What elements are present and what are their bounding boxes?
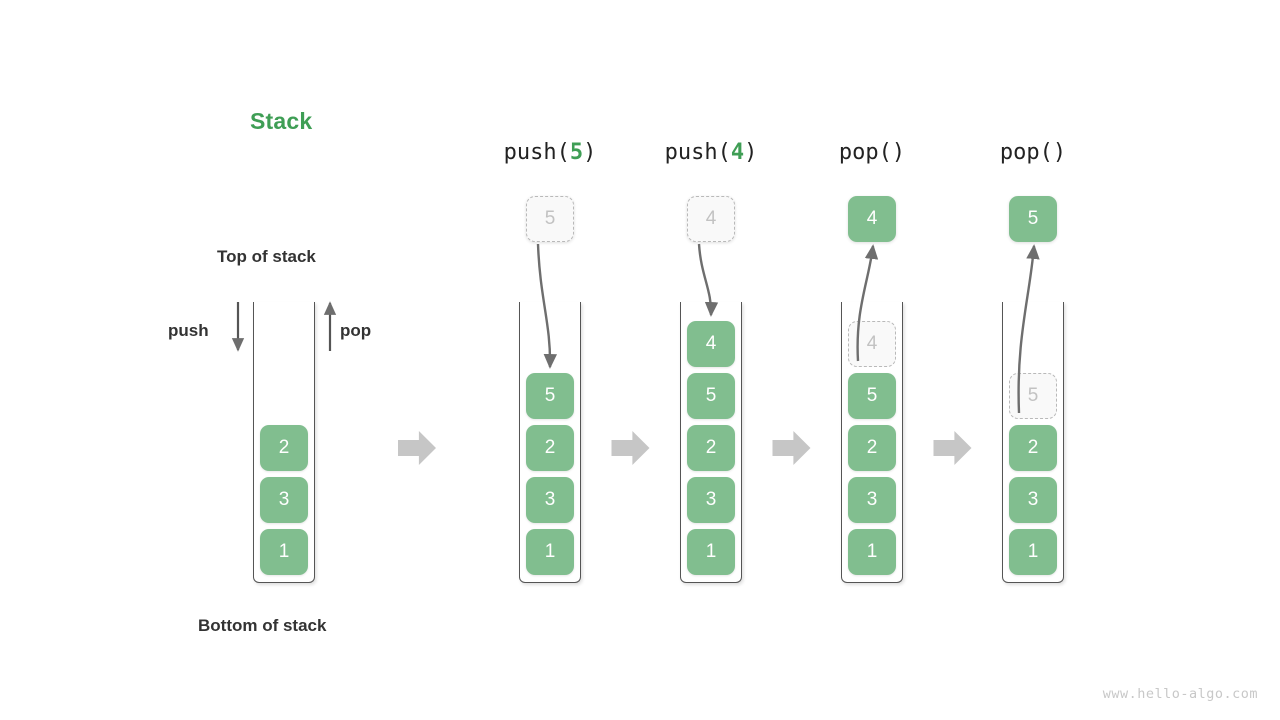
stack-cell: 5 xyxy=(848,373,896,419)
op-header-suffix: ) xyxy=(744,140,758,165)
stack-cell: 2 xyxy=(848,425,896,471)
stack-cell: 2 xyxy=(260,425,308,471)
stack-cell: 1 xyxy=(526,529,574,575)
stack-cell: 1 xyxy=(260,529,308,575)
push-label: push xyxy=(168,321,209,340)
op-header-pop2: pop() xyxy=(953,140,1113,165)
pending-element-ghost: 4 xyxy=(687,196,735,242)
step-transition-arrow-4 xyxy=(933,431,972,465)
popped-element: 5 xyxy=(1009,196,1057,242)
op-header-suffix: ) xyxy=(583,140,597,165)
stack-cell: 4 xyxy=(687,321,735,367)
op-header-argument: 5 xyxy=(569,140,584,165)
stack-cell: 2 xyxy=(1009,425,1057,471)
stack-cell: 1 xyxy=(687,529,735,575)
stack-cell: 1 xyxy=(848,529,896,575)
stack-cell: 2 xyxy=(526,425,574,471)
stack-cell: 3 xyxy=(260,477,308,523)
pending-element-ghost: 5 xyxy=(526,196,574,242)
op-header-suffix: ) xyxy=(891,140,906,165)
stack-cell: 2 xyxy=(687,425,735,471)
page-title: Stack xyxy=(250,108,313,134)
top-of-stack-label: Top of stack xyxy=(217,247,316,266)
stack-cell: 3 xyxy=(526,477,574,523)
op-header-pop1: pop() xyxy=(792,140,952,165)
op-header-prefix: push( xyxy=(664,140,731,165)
step-transition-arrow-2 xyxy=(611,431,650,465)
op-header-prefix: pop( xyxy=(999,140,1053,165)
stack-cell: 5 xyxy=(687,373,735,419)
stack-cell-ghost: 5 xyxy=(1009,373,1057,419)
op-header-push5: push(5) xyxy=(470,140,630,165)
stack-cell-ghost: 4 xyxy=(848,321,896,367)
op-header-suffix: ) xyxy=(1052,140,1067,165)
stack-cell: 3 xyxy=(687,477,735,523)
watermark: www.hello-algo.com xyxy=(1102,686,1258,702)
popped-element: 4 xyxy=(848,196,896,242)
pop-label: pop xyxy=(340,321,372,340)
stack-cell: 1 xyxy=(1009,529,1057,575)
op-header-prefix: push( xyxy=(503,140,570,165)
bottom-of-stack-label: Bottom of stack xyxy=(198,616,327,635)
step-transition-arrow-3 xyxy=(772,431,811,465)
stack-cell: 5 xyxy=(526,373,574,419)
step-transition-arrow-1 xyxy=(398,431,436,465)
stack-cell: 3 xyxy=(1009,477,1057,523)
op-header-prefix: pop( xyxy=(838,140,892,165)
op-header-push4: push(4) xyxy=(631,140,791,165)
op-header-argument: 4 xyxy=(730,140,745,165)
stack-cell: 3 xyxy=(848,477,896,523)
